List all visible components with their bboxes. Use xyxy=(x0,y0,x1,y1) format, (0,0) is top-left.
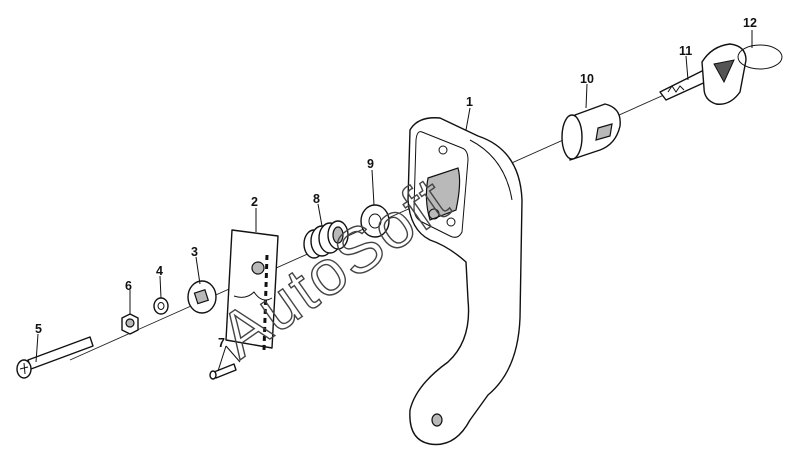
part-10-lock-cylinder xyxy=(561,103,621,161)
part-1-handle xyxy=(407,117,523,446)
callout-9: 9 xyxy=(367,157,374,171)
part-9-washer xyxy=(360,204,390,238)
handle-screw-hole xyxy=(438,145,448,155)
callout-numbers: 1 2 3 4 5 6 7 8 9 10 11 12 xyxy=(35,16,757,350)
callout-10: 10 xyxy=(580,72,594,86)
handle-end-hole xyxy=(431,413,443,427)
part-12-key-head xyxy=(701,43,783,105)
part-3-square-washer xyxy=(187,280,217,314)
callout-3: 3 xyxy=(191,245,198,259)
part-7-screw xyxy=(209,363,237,380)
key-tag-ring xyxy=(737,44,783,70)
callout-5: 5 xyxy=(35,322,42,336)
callout-8: 8 xyxy=(313,192,320,206)
part-6-nut xyxy=(121,313,139,335)
callout-11: 11 xyxy=(679,44,692,58)
callout-12: 12 xyxy=(743,16,757,30)
part-8-spring xyxy=(303,220,349,259)
callout-2: 2 xyxy=(251,195,258,209)
part-4-washer xyxy=(153,297,169,315)
part-2-plate xyxy=(225,229,279,351)
callout-1: 1 xyxy=(466,95,473,109)
callout-4: 4 xyxy=(156,264,163,278)
callout-6: 6 xyxy=(125,279,132,293)
leader-lines xyxy=(35,30,753,372)
callout-7: 7 xyxy=(218,336,225,350)
part-5-bolt xyxy=(16,336,94,379)
